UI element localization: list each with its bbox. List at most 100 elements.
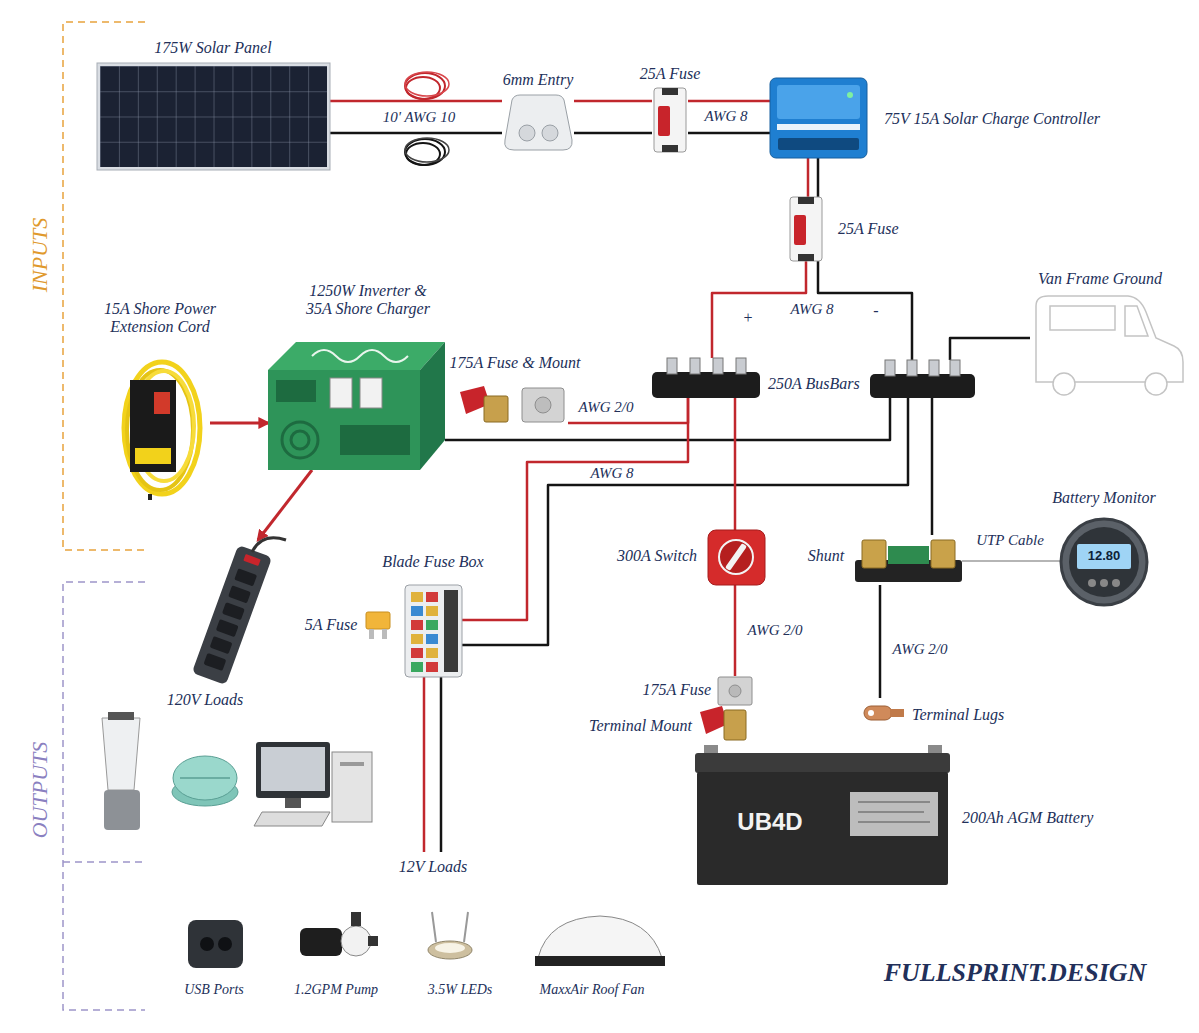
component-node: 200Ah AGM Battery xyxy=(695,745,950,885)
breaker-fuse xyxy=(654,88,686,152)
power-cord xyxy=(252,538,286,552)
agm-battery xyxy=(858,802,930,822)
wire-label: AWG 8 xyxy=(787,301,836,318)
van-outline xyxy=(1036,296,1183,382)
van-outline xyxy=(1050,306,1115,330)
fuse-and-mount xyxy=(460,386,564,422)
charge-controller xyxy=(847,92,853,98)
blade-fuse-box xyxy=(405,585,462,677)
power-strip xyxy=(192,545,272,685)
extension-cord xyxy=(124,362,200,500)
inverter-charger xyxy=(268,342,445,470)
component-node: 12V Loads xyxy=(395,852,472,878)
component-node: 120V Loads xyxy=(190,540,275,685)
solar-panel xyxy=(100,66,327,167)
wire-connector xyxy=(568,398,688,423)
component-label: 75V 15A Solar Charge Controller xyxy=(884,110,1100,128)
fuse-and-mount xyxy=(522,388,564,422)
led-light xyxy=(432,912,468,942)
wire-connector xyxy=(932,398,933,535)
charge-controller xyxy=(770,78,867,158)
component-node: 75V 15A Solar Charge Controller xyxy=(770,78,867,158)
component-label: 175A Fuse xyxy=(642,681,711,699)
wire-connector xyxy=(440,677,443,852)
busbar xyxy=(885,360,895,376)
breaker-fuse xyxy=(790,197,822,261)
wire-connector xyxy=(734,398,737,530)
wire-connector xyxy=(818,158,912,360)
component-node: Shunt xyxy=(855,535,962,585)
wire-connector xyxy=(210,422,268,425)
wire-connector xyxy=(210,423,268,424)
breaker-fuse xyxy=(658,106,670,136)
component-label: Shunt xyxy=(808,547,844,565)
battery-switch xyxy=(708,530,765,585)
blade-fuse-box xyxy=(426,620,438,630)
section-label: INPUTS xyxy=(27,218,52,293)
busbar xyxy=(652,372,760,398)
blade-fuse-box xyxy=(426,662,438,672)
blade-fuse-box xyxy=(411,648,423,658)
battery-switch xyxy=(719,540,753,574)
terminal-lug xyxy=(890,709,904,717)
shunt xyxy=(855,540,962,582)
blender xyxy=(108,712,134,720)
part-label: 5A Fuse xyxy=(305,616,358,634)
load-caption: 1.2GPM Pump xyxy=(294,982,378,998)
component-label: 120V Loads xyxy=(167,691,244,709)
power-strip xyxy=(222,602,245,620)
charge-controller xyxy=(777,124,860,130)
inverter-charger xyxy=(360,378,382,408)
busbar xyxy=(950,360,960,376)
busbar xyxy=(713,358,723,374)
fuse-terminal-mount xyxy=(724,710,746,740)
component-label: 25A Fuse xyxy=(838,220,899,238)
cable-coil xyxy=(405,138,449,162)
wire-connector xyxy=(423,677,426,852)
inverter-charger xyxy=(291,431,309,449)
wire-connector xyxy=(424,677,441,852)
component-label: Terminal Lugs xyxy=(912,706,1004,724)
blade-fuse-box xyxy=(444,590,458,672)
component-node: 25A Fuse xyxy=(652,88,688,152)
component-label: 25A Fuse xyxy=(640,65,701,83)
product-marking: UB4D xyxy=(737,808,802,836)
fuse-and-mount xyxy=(535,397,551,413)
blade-fuse-box xyxy=(411,592,423,602)
solar-panel xyxy=(97,63,330,170)
terminal-lug xyxy=(864,706,904,720)
wire-connector xyxy=(950,338,1030,360)
breaker-fuse xyxy=(662,145,678,152)
wire-connector xyxy=(950,338,1030,360)
van-outline xyxy=(1053,373,1075,395)
component-label: 6mm Entry xyxy=(503,71,574,89)
shunt xyxy=(862,540,886,568)
wire-connector xyxy=(931,398,934,535)
component-node: 175A FuseTerminal Mount xyxy=(697,676,755,748)
wire-connector xyxy=(818,158,912,360)
wire-connector xyxy=(962,561,1060,562)
component-node: 25A Fuse xyxy=(790,197,826,261)
power-strip xyxy=(203,653,226,671)
busbar xyxy=(736,358,746,374)
wire-connector xyxy=(330,101,502,133)
water-pump xyxy=(351,912,361,926)
solar-panel xyxy=(97,63,330,170)
busbar xyxy=(870,360,975,398)
inverter-charger xyxy=(268,370,420,470)
wire-connector xyxy=(258,470,312,540)
busbar xyxy=(667,358,677,374)
wire-connector xyxy=(688,101,770,133)
wire-connector xyxy=(462,398,908,645)
power-strip xyxy=(210,636,233,654)
wire-connector xyxy=(574,132,652,135)
blade-fuse-box xyxy=(411,662,423,672)
waffle-maker xyxy=(173,756,237,800)
component-label: - xyxy=(873,302,878,320)
agm-battery xyxy=(850,792,938,836)
component-label: 175W Solar Panel xyxy=(154,39,271,57)
van-outline xyxy=(1125,306,1148,336)
